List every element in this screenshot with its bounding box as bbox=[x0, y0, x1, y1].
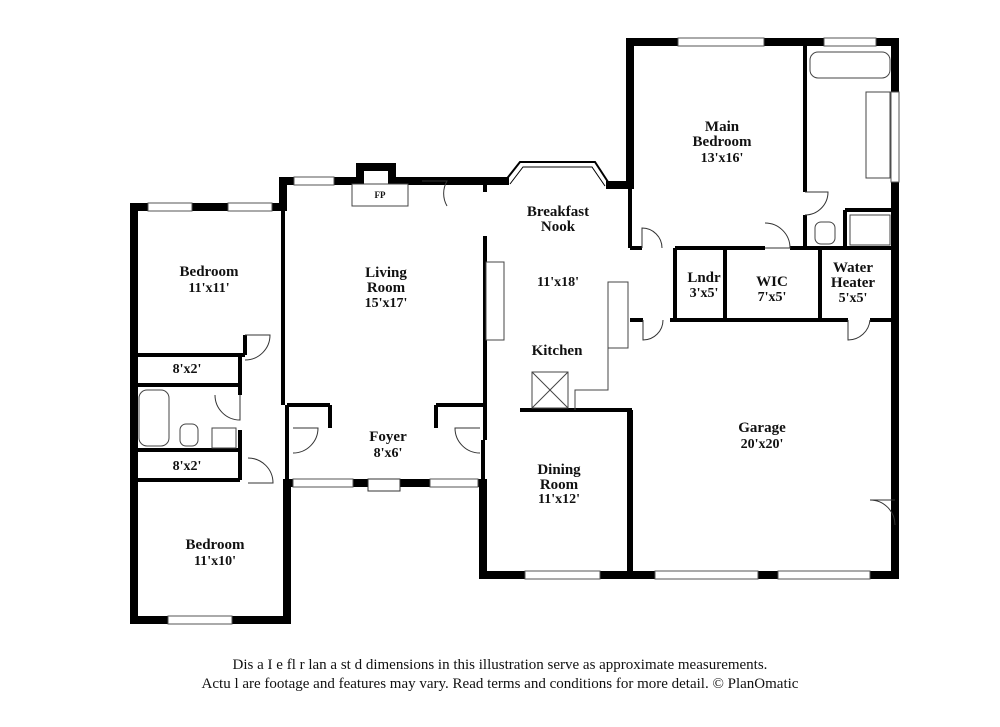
fireplace-label: FP bbox=[375, 190, 386, 200]
disclaimer-line-2: Actu l are footage and features may vary… bbox=[201, 676, 799, 692]
kitchen-counter-outline bbox=[574, 282, 609, 410]
dining-room-name-2: Room bbox=[540, 477, 579, 493]
living-room-dims: 15'x17' bbox=[365, 296, 408, 311]
closet-1-dims: 8'x2' bbox=[173, 362, 202, 377]
bedroom-2-dims: 11'x10' bbox=[194, 554, 236, 569]
kitchen-dims: 11'x18' bbox=[537, 275, 579, 290]
main-bedroom-name-1: Main bbox=[705, 119, 740, 135]
interior-walls bbox=[134, 42, 895, 575]
wic-dims: 7'x5' bbox=[758, 290, 787, 305]
wic-name: WIC bbox=[756, 274, 788, 290]
bedroom-2-name: Bedroom bbox=[186, 537, 245, 553]
living-room-name-1: Living bbox=[365, 265, 407, 281]
foyer-dims: 8'x6' bbox=[374, 446, 403, 461]
bedroom-1-name: Bedroom bbox=[180, 264, 239, 280]
bedroom-1-dims: 11'x11' bbox=[188, 281, 229, 296]
garage-dims: 20'x20' bbox=[741, 437, 784, 452]
disclaimer-line-1: Dis a I e fl r lan a st d dimensions in … bbox=[232, 657, 768, 673]
dining-room-dims: 11'x12' bbox=[538, 492, 580, 507]
living-room-name-2: Room bbox=[367, 280, 406, 296]
garage-name: Garage bbox=[738, 420, 786, 436]
kitchen-name: Kitchen bbox=[532, 343, 583, 359]
dining-room-name-1: Dining bbox=[537, 462, 581, 478]
main-bedroom-dims: 13'x16' bbox=[701, 151, 744, 166]
doors bbox=[214, 180, 896, 526]
closet-2-dims: 8'x2' bbox=[173, 459, 202, 474]
foyer-name: Foyer bbox=[369, 429, 407, 445]
bay-window bbox=[504, 161, 611, 187]
windows bbox=[147, 37, 900, 625]
water-heater-name-2: Heater bbox=[831, 275, 875, 291]
exterior-walls bbox=[130, 38, 899, 624]
water-heater-dims: 5'x5' bbox=[839, 291, 868, 306]
laundry-dims: 3'x5' bbox=[690, 286, 719, 301]
main-bedroom-name-2: Bedroom bbox=[693, 134, 752, 150]
water-heater-name-1: Water bbox=[833, 260, 873, 276]
breakfast-nook-name-2: Nook bbox=[541, 219, 576, 235]
room-labels: Main Bedroom 13'x16' Breakfast Nook 11'x… bbox=[173, 119, 876, 569]
fixtures bbox=[138, 51, 891, 449]
breakfast-nook-name-1: Breakfast bbox=[527, 204, 589, 220]
laundry-name: Lndr bbox=[687, 270, 721, 286]
